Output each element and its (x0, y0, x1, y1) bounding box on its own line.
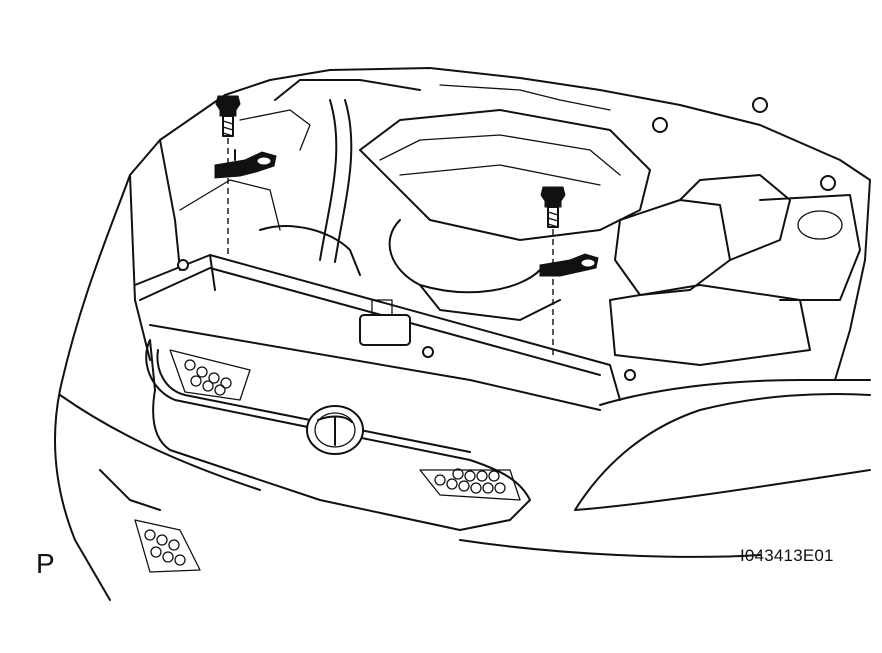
bolt-icon (540, 186, 566, 228)
bracket-icon (539, 253, 599, 277)
engine-components (179, 79, 861, 366)
figure-code: I043413E01 (740, 546, 834, 565)
emblem-icon (306, 405, 364, 455)
bolt-icon (215, 95, 241, 137)
view-label: P (36, 548, 55, 579)
hood-latch (359, 314, 411, 346)
radiator-support (134, 254, 636, 411)
front-grille (134, 339, 531, 573)
body-outline (54, 67, 871, 601)
bracket-icon (214, 149, 277, 179)
